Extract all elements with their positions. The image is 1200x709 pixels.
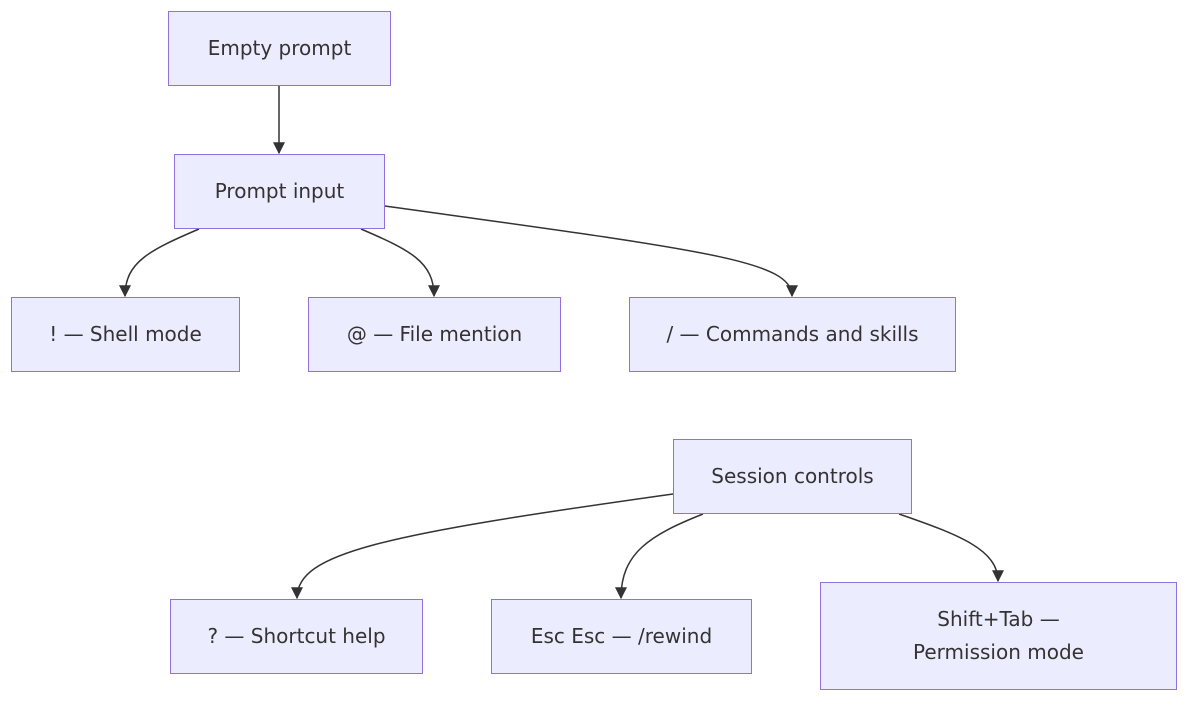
edge-prompt-to-shell — [119, 228, 200, 298]
node-shortcut-help: ? — Shortcut help — [170, 599, 423, 674]
node-label: ! — Shell mode — [49, 322, 202, 346]
node-label: Shift+Tab — Permission mode — [913, 607, 1084, 664]
node-empty-prompt: Empty prompt — [168, 11, 391, 86]
node-label: ? — Shortcut help — [207, 624, 386, 648]
edge-prompt-to-file — [360, 228, 440, 298]
node-rewind: Esc Esc — /rewind — [491, 599, 752, 674]
node-label: / — Commands and skills — [666, 322, 919, 346]
node-label: Empty prompt — [207, 36, 352, 60]
node-label: Esc Esc — /rewind — [530, 624, 713, 648]
edge-session-to-permission — [898, 513, 1004, 583]
edge-session-to-rewind — [615, 513, 704, 600]
node-label: Prompt input — [214, 179, 345, 203]
node-commands-and-skills: / — Commands and skills — [629, 297, 956, 372]
node-session-controls: Session controls — [673, 439, 912, 514]
node-permission-mode: Shift+Tab — Permission mode — [820, 582, 1177, 690]
node-prompt-input: Prompt input — [174, 154, 385, 229]
node-label: Session controls — [711, 464, 874, 488]
edge-session-to-help — [291, 493, 674, 600]
node-shell-mode: ! — Shell mode — [11, 297, 240, 372]
node-label: @ — File mention — [346, 322, 523, 346]
edge-prompt-to-commands — [384, 205, 798, 298]
node-file-mention: @ — File mention — [308, 297, 561, 372]
